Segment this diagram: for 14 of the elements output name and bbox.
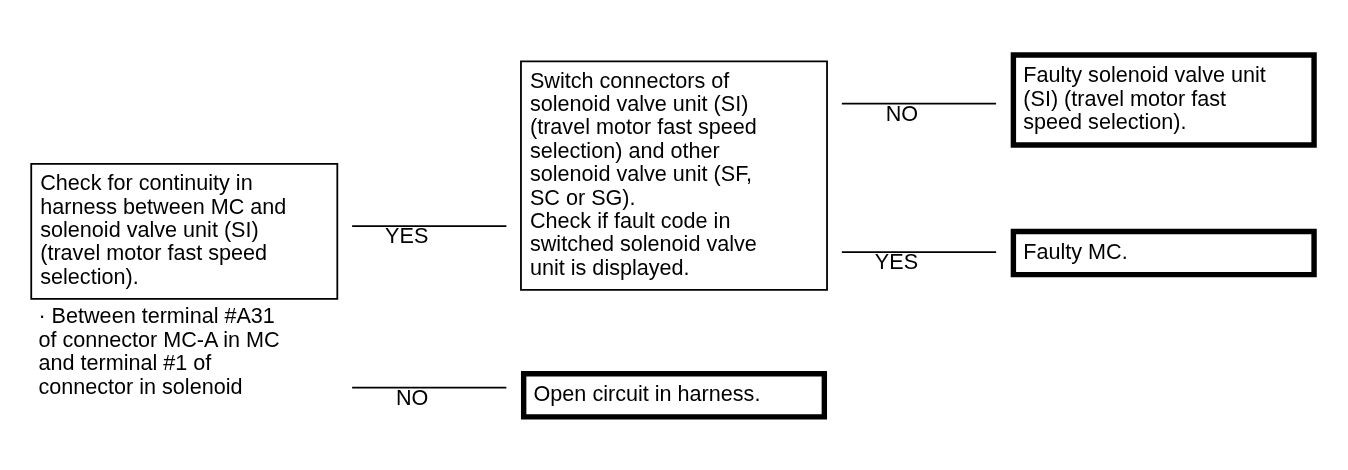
node-box: Faulty solenoid valve unit (SI) (travel motor fast speed selection). [1010, 51, 1317, 148]
connector [840, 102, 997, 105]
node-box: Switch connectors of solenoid valve unit (SI) (travel motor fast speed selection) and other solenoid valve unit (SF, SC or SG). Check if fault code in switched solenoid valve unit is displayed. [520, 59, 828, 291]
node-box: Open circuit in harness. [520, 370, 828, 420]
edge-label: YES [385, 222, 429, 248]
edge-label: NO [395, 384, 429, 410]
node-label: · Between terminal #A31 of connector MC-A in MC and terminal #1 of connector in solenoid [38, 302, 280, 399]
connector [351, 224, 508, 227]
connector [840, 250, 997, 253]
node-box: Faulty MC. [1010, 228, 1317, 277]
connector [351, 386, 508, 389]
edge-label: YES [874, 248, 919, 274]
node-box: Check for continuity in harness between MC and solenoid valve unit (SI) (travel motor fast speed selection). [30, 162, 339, 300]
edge-label: NO [885, 100, 919, 126]
